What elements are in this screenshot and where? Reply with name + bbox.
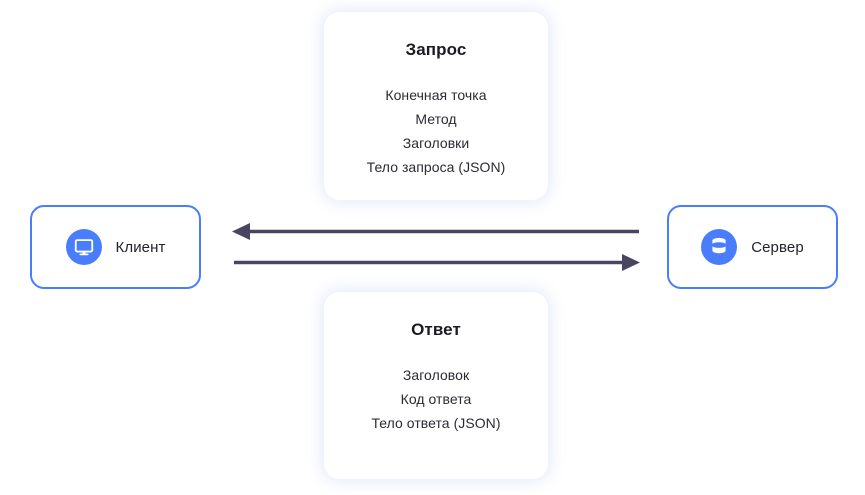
node-client-label: Клиент	[115, 238, 166, 256]
node-server[interactable]: Сервер	[667, 205, 838, 289]
card-request-title: Запрос	[405, 40, 467, 59]
card-request-line: Заголовки	[402, 135, 470, 151]
card-response-title: Ответ	[411, 320, 461, 339]
card-request-line: Тело запроса (JSON)	[366, 159, 506, 175]
card-request-line: Конечная точка	[385, 87, 487, 103]
node-server-content: Сервер	[701, 229, 804, 265]
node-client-content: Клиент	[65, 229, 166, 265]
card-response-line: Заголовок	[402, 367, 470, 383]
response-arrow-head	[232, 223, 250, 240]
request-arrow	[234, 254, 640, 271]
card-response: Ответ Заголовок Код ответа Тело ответа (…	[324, 292, 548, 479]
card-request-line: Метод	[415, 111, 457, 127]
card-response-line: Тело ответа (JSON)	[371, 415, 501, 431]
monitor-icon	[65, 229, 102, 265]
response-arrow	[232, 223, 639, 240]
request-arrow-head	[622, 254, 640, 271]
database-icon	[701, 229, 738, 265]
card-response-lines: Заголовок Код ответа Тело ответа (JSON)	[324, 366, 548, 433]
node-client[interactable]: Клиент	[30, 205, 201, 289]
card-request-lines: Конечная точка Метод Заголовки Тело запр…	[324, 86, 548, 177]
card-response-line: Код ответа	[400, 391, 472, 407]
card-request: Запрос Конечная точка Метод Заголовки Те…	[324, 12, 548, 200]
node-server-label: Сервер	[751, 238, 804, 256]
